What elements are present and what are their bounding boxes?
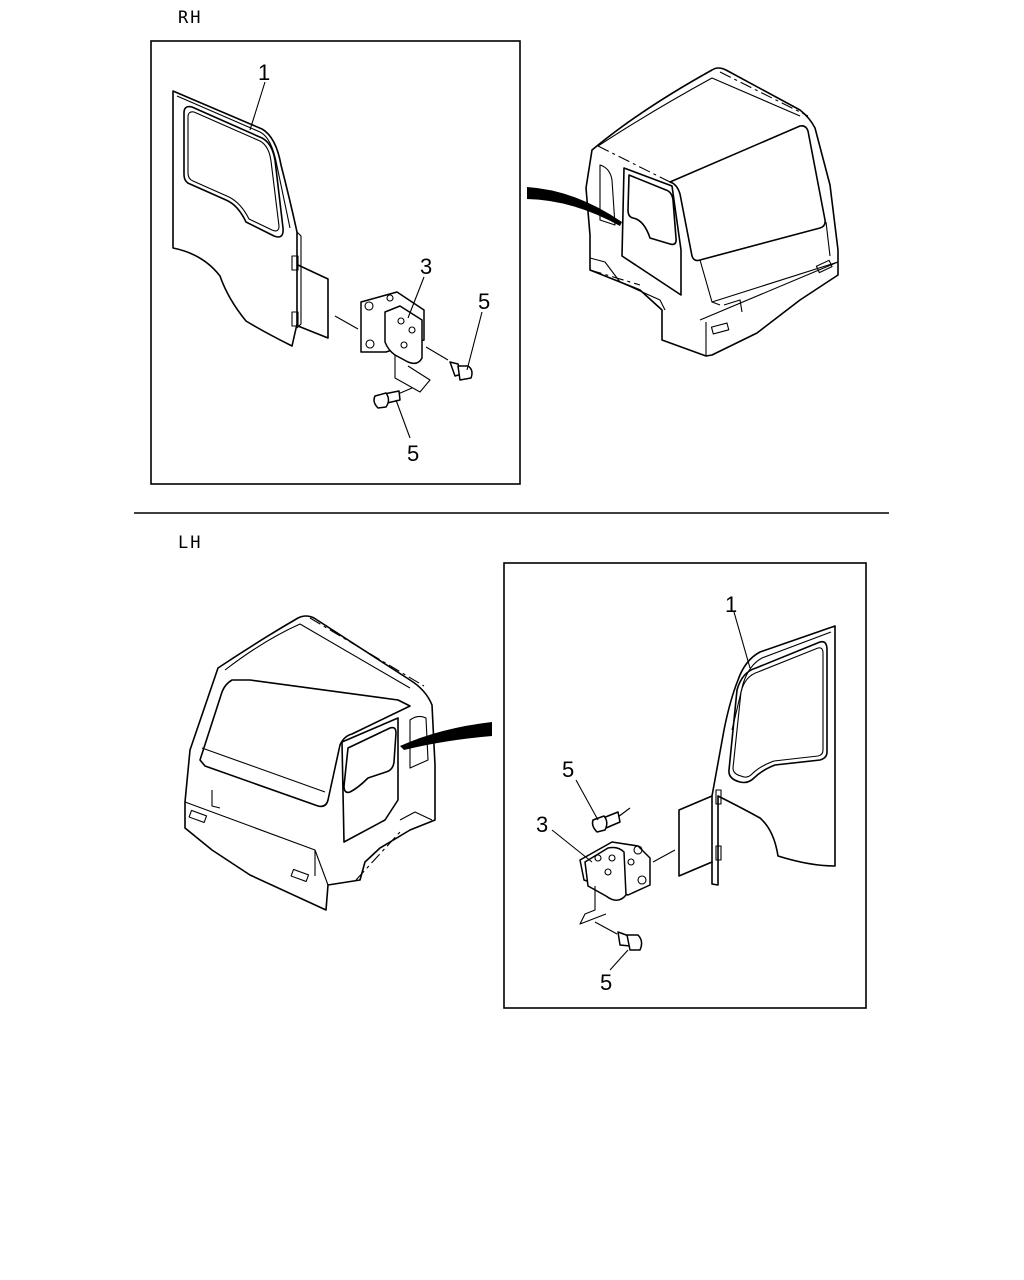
- lh-callout-bolt-lower: 5: [600, 970, 612, 995]
- lh-pointer-arrow: [400, 722, 492, 750]
- rh-truck-cab: [585, 67, 839, 357]
- lh-callout-hinge: 3: [536, 812, 548, 837]
- section-label-lh: LH: [178, 533, 203, 553]
- lh-leader-bolt-upper: [575, 779, 599, 821]
- lh-bolt-lower: [594, 921, 643, 951]
- section-label-rh: RH: [178, 8, 203, 28]
- rh-callout-hinge: 3: [420, 254, 432, 279]
- rh-hinge: [360, 291, 431, 393]
- lh-hinge: [579, 841, 651, 925]
- lh-bolt-upper: [591, 807, 631, 833]
- rh-leader-bolt-lower: [395, 399, 411, 439]
- rh-bolt-lower: [373, 387, 413, 409]
- lh-section: 1 5 3 5: [184, 562, 867, 1009]
- lh-callout-bolt-upper: 5: [562, 757, 574, 782]
- rh-section: 1 3 5 5: [150, 40, 839, 485]
- rh-callout-door: 1: [258, 60, 270, 85]
- lh-leader-hinge: [551, 829, 593, 863]
- lh-truck-cab: [184, 615, 436, 911]
- lh-door: [678, 625, 836, 886]
- lh-leader-bolt-lower: [609, 949, 629, 971]
- rh-leader-bolt-upper: [466, 311, 483, 371]
- lh-leader-door: [733, 611, 751, 669]
- lh-callout-door: 1: [725, 592, 737, 617]
- lh-detail-frame: [503, 562, 867, 1009]
- rh-pointer-arrow: [527, 187, 622, 226]
- rh-detail-frame: [150, 40, 521, 485]
- rh-callout-bolt-upper: 5: [478, 289, 490, 314]
- rh-bolt-right: [449, 361, 473, 381]
- rh-door: [172, 90, 329, 347]
- rh-leader-hinge: [407, 276, 425, 319]
- rh-leader-door: [249, 81, 266, 131]
- rh-callout-bolt-lower: 5: [407, 441, 419, 466]
